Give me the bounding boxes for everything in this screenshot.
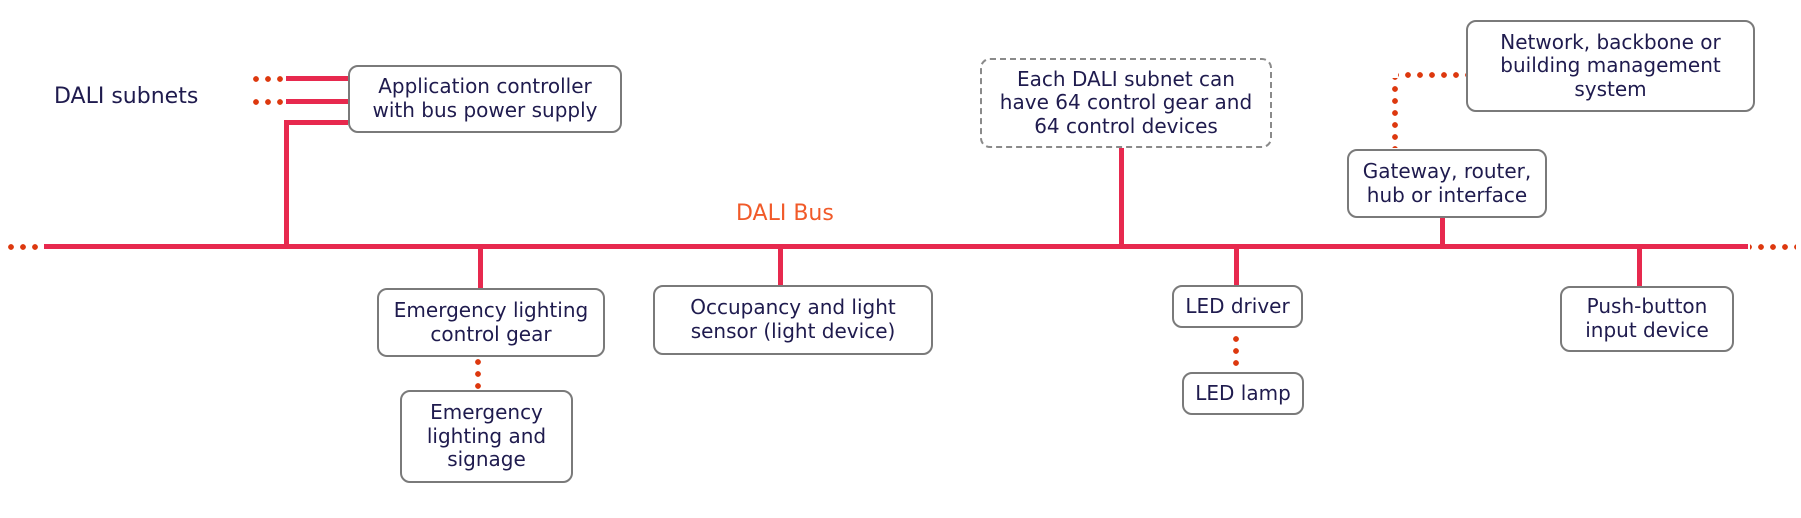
node-led-driver: LED driver bbox=[1172, 285, 1303, 328]
connector-bus-to-emergency-gear bbox=[478, 247, 483, 290]
subnet-stub-line-1 bbox=[286, 76, 348, 81]
connector-bus-to-occupancy-sensor bbox=[778, 247, 783, 287]
connector-bus-to-led-driver bbox=[1234, 247, 1239, 287]
dali-subnets-label: DALI subnets bbox=[54, 84, 199, 109]
dotted-connector-emergency-gear-to-signage bbox=[475, 358, 481, 390]
node-network-backbone: Network, backbone or building management… bbox=[1466, 20, 1755, 112]
dotted-connector-network-horizontal bbox=[1398, 72, 1466, 78]
node-subnet-capacity-note: Each DALI subnet can have 64 control gea… bbox=[980, 58, 1272, 148]
connector-subnet-note-to-bus bbox=[1119, 147, 1124, 247]
dali-bus-label: DALI Bus bbox=[736, 201, 834, 226]
dotted-connector-led-driver-to-lamp bbox=[1233, 330, 1239, 372]
bus-continuation-dots-left bbox=[2, 244, 44, 250]
bus-continuation-dots-right bbox=[1750, 244, 1796, 250]
dotted-connector-network-to-gateway bbox=[1392, 78, 1398, 148]
node-emergency-lighting-control-gear: Emergency lighting control gear bbox=[377, 288, 605, 357]
node-gateway: Gateway, router, hub or interface bbox=[1347, 149, 1547, 218]
connector-gateway-to-bus bbox=[1440, 216, 1445, 247]
dali-bus-line bbox=[44, 244, 1748, 249]
connector-bus-to-push-button bbox=[1637, 247, 1642, 288]
node-occupancy-light-sensor: Occupancy and light sensor (light device… bbox=[653, 285, 933, 355]
node-application-controller: Application controller with bus power su… bbox=[348, 65, 622, 133]
connector-app-controller-to-bus bbox=[284, 120, 289, 247]
subnet-stub-dots-1 bbox=[250, 76, 286, 82]
node-push-button-input: Push-button input device bbox=[1560, 286, 1734, 352]
subnet-stub-line-3 bbox=[284, 120, 348, 125]
node-led-lamp: LED lamp bbox=[1182, 372, 1304, 415]
node-emergency-lighting-signage: Emergency lighting and signage bbox=[400, 390, 573, 483]
subnet-stub-dots-2 bbox=[250, 99, 286, 105]
subnet-stub-line-2 bbox=[286, 99, 348, 104]
